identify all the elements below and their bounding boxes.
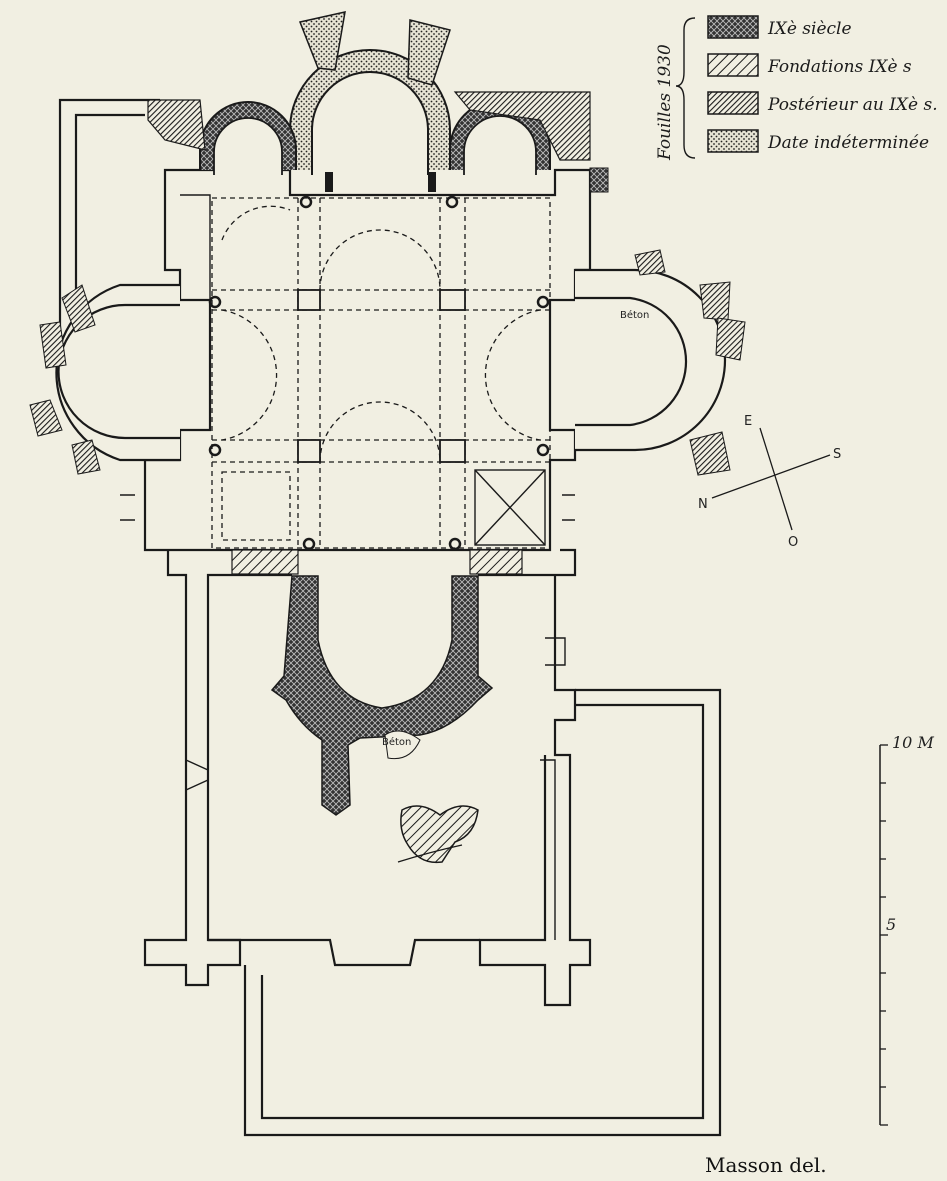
buttress-left-4 bbox=[71, 439, 101, 475]
scale-bar: 10 M 5 bbox=[879, 733, 934, 1126]
legend-title: Fouilles 1930 bbox=[655, 44, 675, 161]
hatch-top-left bbox=[147, 99, 206, 151]
apse-small-left-inner bbox=[213, 117, 283, 175]
exedra-right bbox=[575, 268, 727, 452]
pier-se bbox=[439, 439, 466, 463]
beton-patch-center bbox=[384, 730, 421, 760]
legend-brace bbox=[675, 17, 696, 159]
apse-small-right-inner bbox=[463, 115, 537, 175]
compass-north: N bbox=[698, 497, 708, 512]
pier-ne bbox=[439, 289, 466, 311]
legend-swatch-dense bbox=[707, 91, 759, 115]
annex-inner-wall bbox=[260, 703, 705, 1120]
narthex-east-wall bbox=[478, 575, 592, 1007]
credit-signature: Masson del. bbox=[705, 1153, 827, 1177]
annotation-beton-right: Béton bbox=[620, 309, 649, 321]
annex-outer-wall bbox=[243, 688, 722, 1137]
buttress-left-3 bbox=[29, 399, 63, 437]
buttress-right-1 bbox=[634, 249, 666, 276]
buttress-left-2 bbox=[39, 321, 67, 369]
buttress-right-2 bbox=[699, 281, 731, 321]
foundation-strip-right bbox=[469, 549, 523, 575]
nave-inner-wall-left bbox=[180, 194, 211, 300]
pier-nw bbox=[297, 289, 321, 311]
buttress-top-right bbox=[407, 19, 451, 86]
annotation-beton-center: Béton bbox=[382, 736, 411, 748]
compass-west: O bbox=[788, 535, 798, 550]
columns bbox=[208, 172, 550, 551]
hatch-top-right bbox=[453, 91, 591, 161]
pier-sw bbox=[297, 439, 321, 463]
ix-century-apse bbox=[270, 575, 494, 816]
central-apse-inner bbox=[311, 71, 429, 175]
scale-label-top: 10 M bbox=[892, 733, 934, 752]
narthex-south-wall bbox=[208, 938, 480, 967]
foundation-strip-left bbox=[231, 549, 299, 575]
legend-label-posterieur: Postérieur au IXè s. bbox=[767, 95, 938, 115]
buttress-left-1 bbox=[61, 284, 96, 333]
side-door-jambs bbox=[120, 494, 575, 521]
exedra-left-inner bbox=[57, 303, 180, 440]
buttress-top-left bbox=[298, 11, 346, 71]
legend-label-ix-siecle: IXè siècle bbox=[767, 19, 852, 39]
left-enclosure-wall bbox=[58, 98, 160, 330]
narthex-door-marks bbox=[185, 759, 209, 791]
plan-drawing: Béton bbox=[29, 11, 746, 1137]
foundation-arc bbox=[397, 844, 463, 863]
foundation-fragment bbox=[400, 805, 479, 864]
buttress-right-4 bbox=[689, 431, 731, 476]
legend-swatch-crosshatch bbox=[707, 15, 759, 39]
legend-swatch-hatch bbox=[707, 53, 759, 77]
east-door-jamb bbox=[545, 637, 566, 666]
legend-swatch-dots bbox=[707, 129, 759, 153]
annex-partition bbox=[540, 759, 556, 940]
narthex-east-top bbox=[478, 548, 577, 577]
interior-dashed-grid bbox=[211, 197, 551, 549]
compass-rose: N E S O bbox=[698, 414, 841, 550]
legend-label-fondations: Fondations IXè s bbox=[767, 57, 912, 77]
buttress-right-3 bbox=[715, 317, 746, 361]
legend: Fouilles 1930 IXè siècle Fondations IXè … bbox=[655, 15, 938, 161]
compass-axis-eo bbox=[759, 427, 793, 531]
legend-label-indeterminee: Date indéterminée bbox=[767, 133, 929, 153]
exedra-right-inner bbox=[575, 296, 688, 427]
crosshatch-top-right bbox=[589, 167, 609, 193]
scale-label-mid: 5 bbox=[886, 915, 896, 934]
exedra-left bbox=[55, 283, 180, 462]
narthex-west-wall bbox=[143, 550, 292, 987]
compass-east: E bbox=[744, 414, 752, 429]
compass-south: S bbox=[833, 447, 841, 462]
compass-axis-ns bbox=[711, 454, 831, 499]
